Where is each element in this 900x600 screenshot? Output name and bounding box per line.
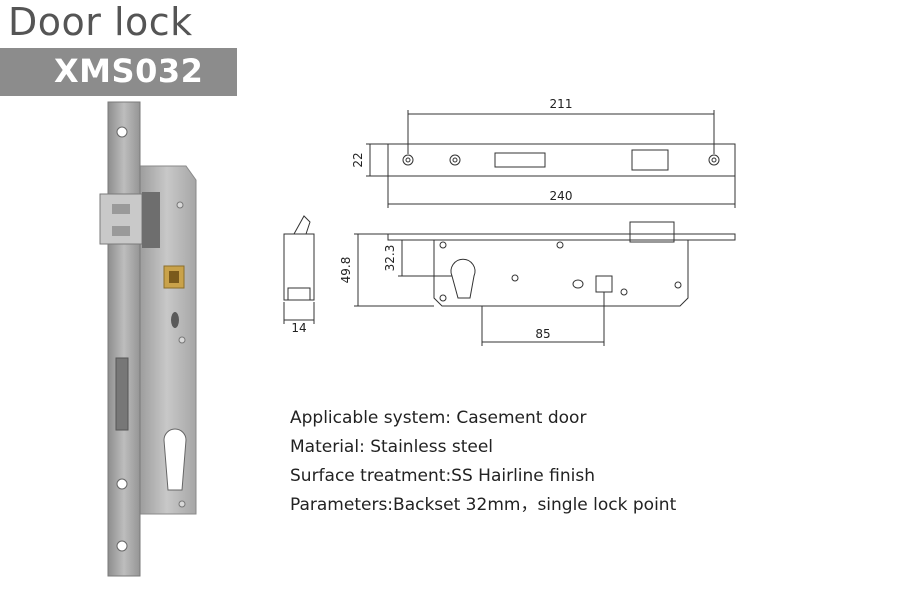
spec-list: Applicable system: Casement door Materia… <box>290 404 676 520</box>
spec-applicable-system: Applicable system: Casement door <box>290 408 587 428</box>
dim-top-span: 211 <box>550 97 573 111</box>
spec-surface-treatment: Surface treatment:SS Hairline finish <box>290 466 595 486</box>
technical-drawing: 211 240 22 49.8 32.3 85 14 <box>283 97 736 346</box>
dim-backset-offset: 32.3 <box>383 245 397 272</box>
dim-faceplate-height: 22 <box>351 152 365 167</box>
lock-photo <box>99 101 197 577</box>
dim-body-height: 49.8 <box>339 257 353 284</box>
spec-parameters: Parameters:Backset 32mm，single lock poin… <box>290 495 677 515</box>
model-number: XMS032 <box>54 52 204 90</box>
dim-center-distance: 85 <box>535 327 550 341</box>
dim-thickness: 14 <box>291 321 306 335</box>
product-title: Door lock <box>8 0 193 44</box>
spec-material: Material: Stainless steel <box>290 437 494 457</box>
dim-overall-length: 240 <box>550 189 573 203</box>
model-banner: XMS032 <box>0 48 237 96</box>
